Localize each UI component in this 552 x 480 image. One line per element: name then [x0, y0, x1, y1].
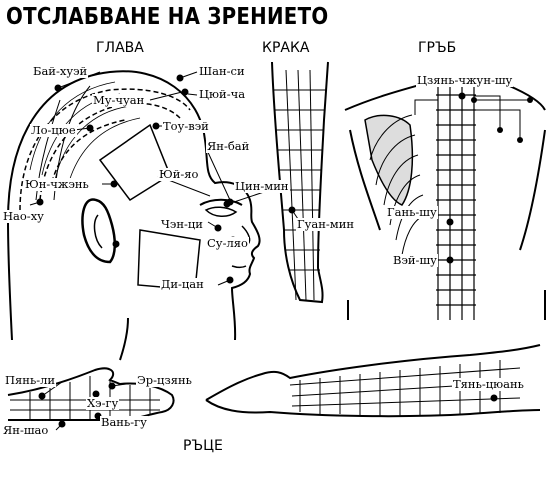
- head-meridians: [19, 88, 191, 211]
- section-label-head: ГЛАВА: [96, 40, 144, 56]
- point-label-van-gu: Вань-гу: [100, 415, 148, 429]
- point-label-he-gu: Хэ-гу: [86, 396, 120, 410]
- point-label-yan-shao: Ян-шао: [2, 423, 50, 437]
- arm-point: [490, 394, 498, 402]
- back-branches: [414, 95, 530, 140]
- left-hand-points: [38, 382, 116, 428]
- point-label-lo-tsoe: Ло-цюе: [30, 123, 77, 137]
- face-regions: [98, 123, 201, 291]
- point-label-gan-shu: Гань-шу: [386, 205, 438, 219]
- scapula: [364, 114, 414, 206]
- point-label-nao-hu: Нао-ху: [2, 209, 45, 223]
- point-label-shan-si: Шан-си: [198, 64, 246, 78]
- spine-ladder: [436, 84, 476, 320]
- head-figure: [6, 70, 261, 361]
- point-label-mu-chuan: Му-чуан: [92, 93, 146, 107]
- point-label-chzhen-tsi: Чэн-ци: [160, 217, 204, 231]
- point-label-su-lyao: Су-ляо: [206, 236, 249, 250]
- section-label-legs: КРАКА: [262, 40, 310, 56]
- arm-figure: [205, 344, 541, 418]
- point-label-vei-shu: Вэй-шу: [392, 253, 438, 267]
- back-ribs: [369, 114, 426, 256]
- point-label-tyan-tsoan: Тянь-цюань: [452, 377, 525, 391]
- point-label-guan-min: Гуан-мин: [296, 217, 356, 231]
- point-label-er-tsyan: Эр-цзянь: [136, 373, 193, 387]
- section-label-hands: РЪЦЕ: [183, 438, 223, 454]
- page-title: ОТСЛАБВАНЕ НА ЗРЕНИЕТО: [6, 4, 329, 30]
- point-label-bai-huei: Бай-хуэй: [32, 64, 89, 78]
- point-label-yui-yao: Юй-яо: [158, 167, 200, 181]
- section-label-back: ГРЪБ: [418, 40, 457, 56]
- point-label-tou-vei: Тоу-вэй: [162, 119, 210, 133]
- point-label-yan-bai: Ян-бай: [206, 139, 251, 153]
- back-points: [446, 92, 533, 264]
- leg-figure: [271, 61, 329, 304]
- point-label-pyan-li: Пянь-ли: [4, 373, 57, 387]
- point-label-di-tsan: Ди-цан: [160, 277, 205, 291]
- point-label-tsin-min: Цин-мин: [234, 179, 290, 193]
- point-label-tsyu-cha: Цюй-ча: [198, 87, 247, 101]
- point-label-tsyan-chzhun-shu: Цзянь-чжун-шу: [416, 73, 514, 87]
- point-label-yun-chzhen: Юн-чжэнь: [24, 177, 90, 191]
